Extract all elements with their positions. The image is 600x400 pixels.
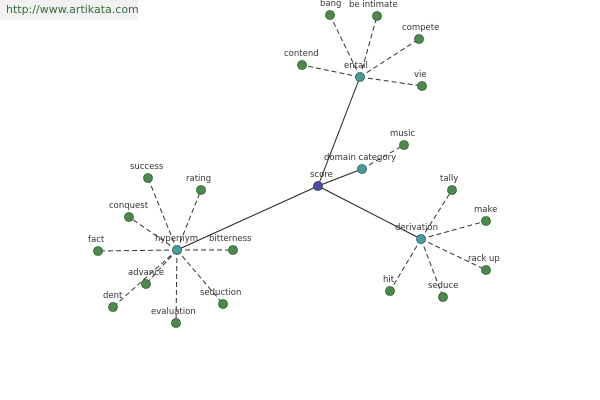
node-label-conquest[interactable]: conquest [109,201,149,211]
edge-derivation-hit [389,238,422,292]
node-rating[interactable] [196,185,206,195]
edge-score-derivation [317,185,422,240]
edge-hypernym-dent [112,249,178,308]
node-success[interactable] [143,173,153,183]
node-label-hit[interactable]: hit [383,275,395,285]
node-rack-up[interactable] [481,265,491,275]
node-label-success[interactable]: success [130,162,164,172]
node-label-rating[interactable]: rating [186,174,211,184]
edge-score-hypernym [176,185,319,251]
node-compete[interactable] [414,34,424,44]
node-label-score[interactable]: score [310,170,333,180]
node-seduction[interactable] [218,299,228,309]
labels-layer: score entail hypernym derivation domain cate… [88,0,500,317]
edge-score-domain_category [317,168,363,187]
edge-hypernym-evaluation [175,249,178,324]
node-label-derivation[interactable]: derivation [395,223,438,233]
node-label-entail[interactable]: entail [344,61,368,71]
nodes-layer [93,10,491,328]
edge-entail-bang [329,14,361,78]
node-label-evaluation[interactable]: evaluation [151,307,196,317]
node-vie[interactable] [417,81,427,91]
node-label-domain-category[interactable]: domain category [324,153,396,163]
edge-hypernym-seduction [176,249,224,305]
node-label-make[interactable]: make [474,205,497,215]
node-fact[interactable] [93,246,103,256]
node-label-dent[interactable]: dent [103,291,123,301]
node-hypernym[interactable] [172,245,182,255]
node-make[interactable] [481,216,491,226]
node-score[interactable] [313,181,323,191]
node-tally[interactable] [447,185,457,195]
node-bitterness[interactable] [228,245,238,255]
edge-derivation-make [420,220,487,240]
node-label-music[interactable]: music [390,129,415,139]
node-hit[interactable] [385,286,395,296]
node-label-hypernym[interactable]: hypernym [155,234,198,244]
node-label-vie[interactable]: vie [414,70,427,80]
node-dent[interactable] [108,302,118,312]
node-label-bitterness[interactable]: bitterness [209,234,252,244]
node-be-intimate[interactable] [372,11,382,21]
node-label-compete[interactable]: compete [402,23,439,33]
node-label-rack-up[interactable]: rack up [468,254,500,264]
node-evaluation[interactable] [171,318,181,328]
node-entail[interactable] [355,72,365,82]
node-seduce[interactable] [438,292,448,302]
node-bang[interactable] [325,10,335,20]
node-label-bang[interactable]: bang [320,0,341,9]
edge-domain_category-music [361,144,405,170]
node-label-fact[interactable]: fact [88,235,105,245]
edge-hypernym-fact [97,249,178,252]
node-label-seduction[interactable]: seduction [200,288,241,298]
edge-entail-compete [359,38,420,78]
edge-hypernym-success [147,177,178,251]
node-label-be-intimate[interactable]: be intimate [349,0,398,10]
node-domain-category[interactable] [357,164,367,174]
edge-entail-vie [359,76,423,87]
edge-score-entail [317,76,361,187]
watermark-url: http://www.artikata.com [0,0,139,20]
node-conquest[interactable] [124,212,134,222]
edge-hypernym-advance [145,249,178,285]
node-label-contend[interactable]: contend [284,49,319,59]
node-contend[interactable] [297,60,307,70]
edge-hypernym-rating [176,189,202,251]
edge-hypernym-conquest [128,216,178,251]
edge-entail-be_intimate [359,15,378,78]
node-music[interactable] [399,140,409,150]
node-label-advance[interactable]: advance [128,268,164,278]
edge-entail-contend [301,64,361,78]
node-label-seduce[interactable]: seduce [428,281,458,291]
edge-derivation-seduce [420,238,444,298]
node-label-tally[interactable]: tally [440,174,458,184]
node-advance[interactable] [141,279,151,289]
edge-derivation-rack_up [420,238,487,271]
edge-derivation-tally [420,189,453,240]
edges-layer [97,14,487,324]
node-derivation[interactable] [416,234,426,244]
